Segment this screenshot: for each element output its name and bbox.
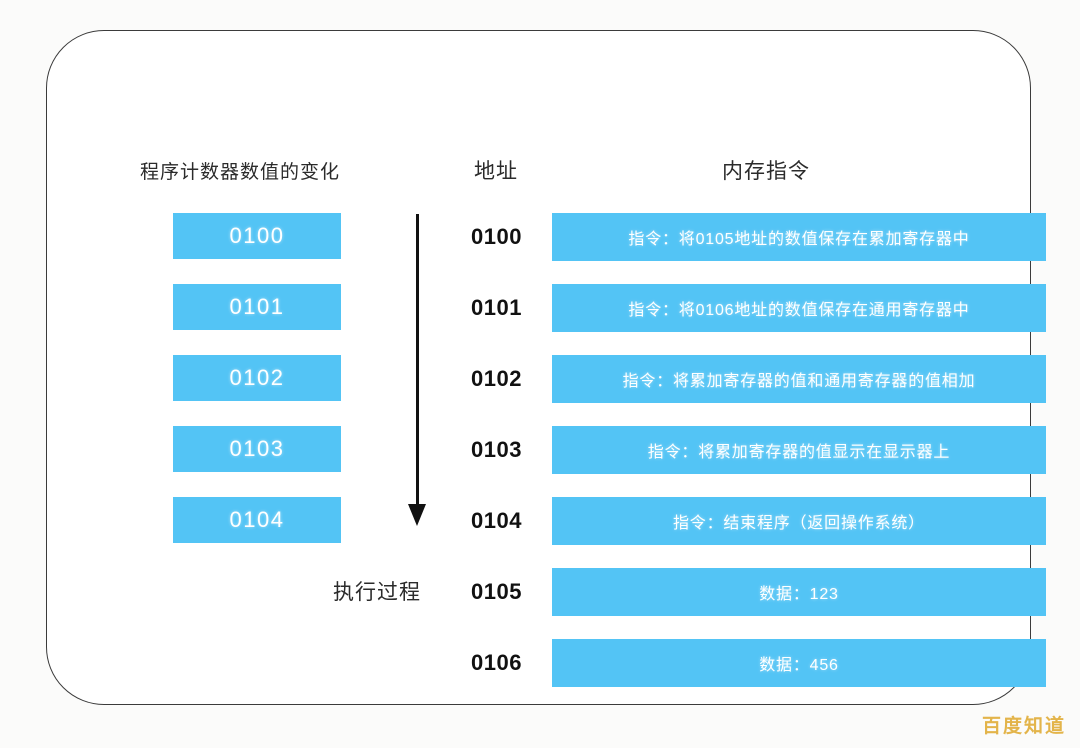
memory-row: 0102 指令：将累加寄存器的值和通用寄存器的值相加 bbox=[471, 355, 1046, 403]
program-counter-box: 0101 bbox=[173, 284, 341, 330]
memory-address: 0103 bbox=[471, 437, 522, 462]
arrow-shaft bbox=[416, 214, 419, 510]
program-counter-box: 0104 bbox=[173, 497, 341, 543]
program-counter-box: 0103 bbox=[173, 426, 341, 472]
memory-data-cell: 数据：123 bbox=[552, 568, 1046, 616]
memory-address: 0101 bbox=[471, 295, 522, 320]
memory-instruction-cell: 指令：结束程序（返回操作系统） bbox=[552, 497, 1046, 545]
memory-instruction-cell: 指令：将累加寄存器的值显示在显示器上 bbox=[552, 426, 1046, 474]
program-counter-column: 0100 0101 0102 0103 0104 bbox=[173, 213, 341, 568]
memory-address: 0102 bbox=[471, 366, 522, 391]
memory-address: 0105 bbox=[471, 579, 522, 604]
memory-instruction-cell: 指令：将累加寄存器的值和通用寄存器的值相加 bbox=[552, 355, 1046, 403]
memory-address: 0106 bbox=[471, 650, 522, 675]
execution-process-label: 执行过程 bbox=[333, 581, 421, 604]
memory-instruction-cell: 指令：将0106地址的数值保存在通用寄存器中 bbox=[552, 284, 1046, 332]
memory-address: 0104 bbox=[471, 508, 522, 533]
memory-row: 0103 指令：将累加寄存器的值显示在显示器上 bbox=[471, 426, 1046, 474]
watermark: 百度知道 bbox=[981, 716, 1066, 737]
program-counter-box: 0102 bbox=[173, 355, 341, 401]
arrow-head-icon bbox=[408, 504, 426, 526]
column-header-program-counter: 程序计数器数值的变化 bbox=[140, 162, 341, 183]
memory-row: 0106 数据：456 bbox=[471, 639, 1046, 687]
memory-row: 0101 指令：将0106地址的数值保存在通用寄存器中 bbox=[471, 284, 1046, 332]
memory-row: 0104 指令：结束程序（返回操作系统） bbox=[471, 497, 1046, 545]
memory-data-cell: 数据：456 bbox=[552, 639, 1046, 687]
memory-row: 0100 指令：将0105地址的数值保存在累加寄存器中 bbox=[471, 213, 1046, 261]
memory-row: 0105 数据：123 bbox=[471, 568, 1046, 616]
memory-table: 0100 指令：将0105地址的数值保存在累加寄存器中 0101 指令：将0106地址… bbox=[471, 213, 1046, 710]
diagram-card: 程序计数器数值的变化 地址 内存指令 0100 0101 0102 0103 0104 … bbox=[46, 30, 1046, 705]
execution-flow-arrow bbox=[405, 214, 431, 534]
program-counter-box: 0100 bbox=[173, 213, 341, 259]
memory-instruction-cell: 指令：将0105地址的数值保存在累加寄存器中 bbox=[552, 213, 1046, 261]
column-header-address: 地址 bbox=[474, 160, 518, 183]
memory-address: 0100 bbox=[471, 224, 522, 249]
column-header-memory-instruction: 内存指令 bbox=[722, 160, 810, 183]
